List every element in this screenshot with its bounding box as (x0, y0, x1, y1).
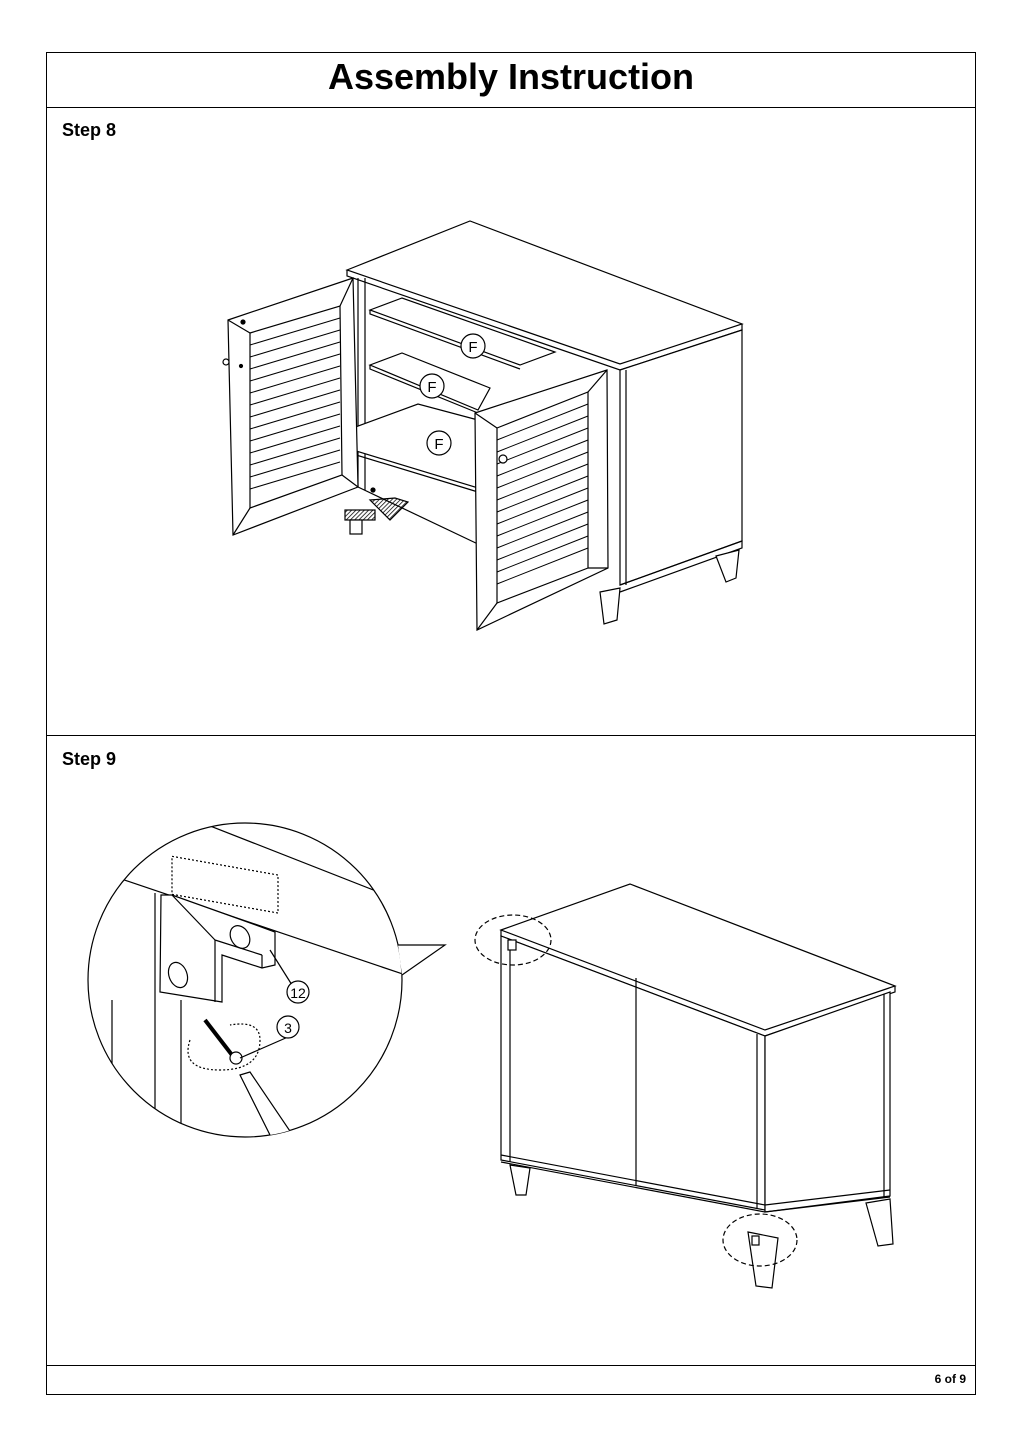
svg-text:F: F (434, 436, 443, 453)
part-label-numbers: 12 3 (276, 980, 310, 1039)
svg-text:12: 12 (290, 985, 306, 1001)
page-title: Assembly Instruction (46, 52, 976, 108)
svg-text:F: F (427, 379, 436, 396)
step-8-label: Step 8 (62, 120, 117, 140)
part-label-f: F F F (419, 333, 486, 456)
section-divider (46, 735, 976, 736)
footer-divider (46, 1365, 976, 1366)
page-frame (46, 52, 976, 1395)
svg-text:3: 3 (284, 1020, 292, 1036)
step-9-label: Step 9 (62, 749, 117, 769)
step-8-cabinet-illustration (222, 220, 744, 631)
step-9-detail-callout (87, 822, 447, 1138)
step-9-cabinet-illustration (474, 883, 897, 1289)
page-number: 6 of 9 (934, 1372, 966, 1386)
svg-text:F: F (468, 339, 477, 356)
